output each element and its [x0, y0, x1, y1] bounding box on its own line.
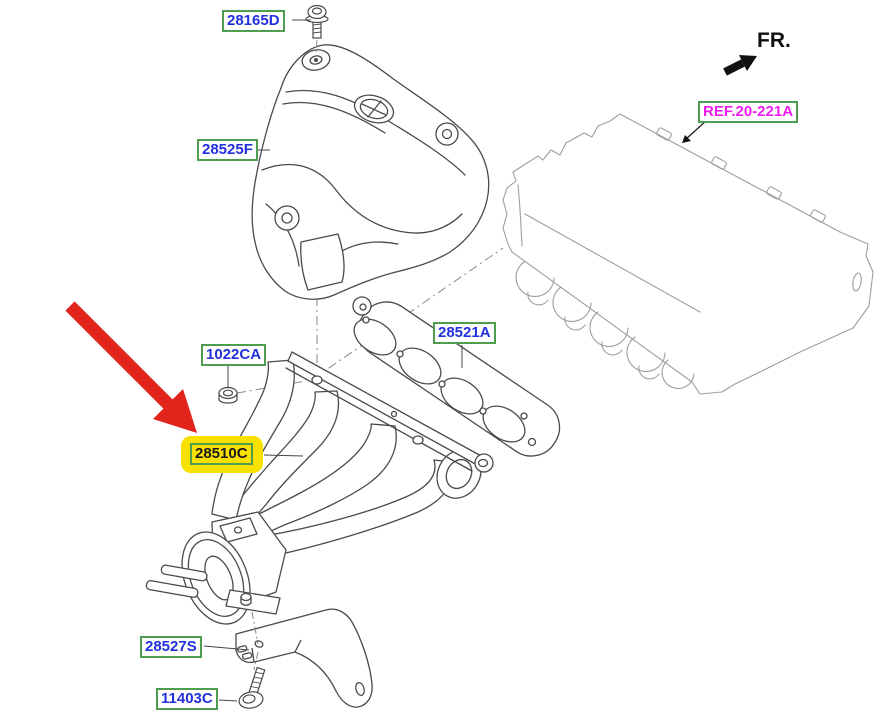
highlight-marker-28510C[interactable]: 28510C — [181, 436, 263, 473]
heat-shield-drawing — [251, 44, 490, 300]
part-label-28525F[interactable]: 28525F — [197, 139, 258, 161]
ref-arrow — [682, 120, 707, 143]
bolt-centerlines — [251, 39, 318, 671]
label-leader-lines — [203, 19, 463, 702]
part-label-28165D[interactable]: 28165D — [222, 10, 285, 32]
part-label-ref-20-221A[interactable]: REF.20-221A — [698, 101, 799, 123]
bracket-drawing — [235, 608, 373, 708]
part-label-28510C[interactable]: 28510C — [190, 443, 253, 465]
part-label-28527S[interactable]: 28527S — [140, 636, 202, 658]
cylinder-head-drawing — [502, 113, 874, 395]
nut-drawing — [218, 386, 238, 404]
part-label-11403C[interactable]: 11403C — [156, 688, 218, 710]
red-pointer-arrow — [65, 301, 197, 433]
bolt-bottom-drawing — [238, 666, 266, 709]
fr-direction-label: FR. — [757, 29, 791, 52]
fr-direction-arrow — [723, 55, 757, 76]
part-label-28521A[interactable]: 28521A — [433, 322, 496, 344]
gasket-drawing — [352, 296, 561, 457]
part-label-1022CA[interactable]: 1022CA — [201, 344, 267, 366]
bolt-top-drawing — [305, 4, 329, 39]
